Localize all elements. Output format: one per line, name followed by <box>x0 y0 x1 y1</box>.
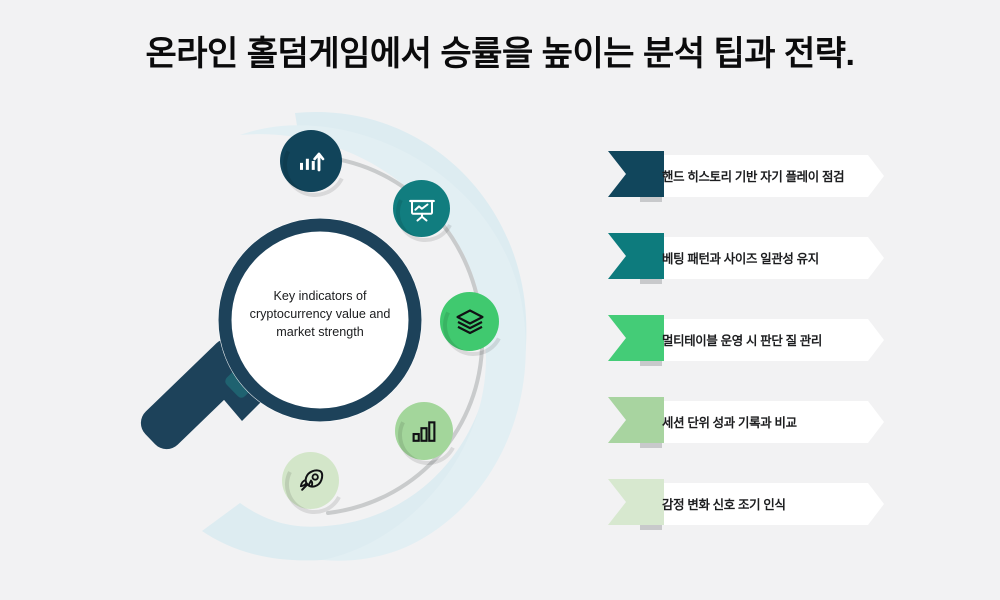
node-bar-chart[interactable] <box>390 397 466 473</box>
list-item-ribbon <box>608 479 884 530</box>
presentation-board-icon <box>408 199 435 221</box>
ribbon-tag <box>608 397 664 443</box>
background-blob <box>202 111 527 561</box>
magnifier-glass-icon <box>140 218 422 450</box>
page-title: 온라인 홀덤게임에서 승률을 높이는 분석 팁과 전략. <box>145 35 855 73</box>
list-item-ribbon <box>608 233 884 284</box>
lens-caption: Key indicators of cryptocurrency value a… <box>249 289 391 339</box>
ribbon-tag <box>608 315 664 361</box>
node-growth-chart[interactable] <box>274 124 356 206</box>
ribbon-tag <box>608 233 664 279</box>
list-item[interactable]: 멀티테이블 운영 시 판단 질 관리 <box>600 312 890 368</box>
magnifier-visual: Key indicators of cryptocurrency value a… <box>90 105 560 580</box>
list-item[interactable]: 감정 변화 신호 조기 인식 <box>600 476 890 532</box>
list-item[interactable]: 베팅 패턴과 사이즈 일관성 유지 <box>600 230 890 286</box>
layers-stack-icon <box>455 308 484 334</box>
node-rocket[interactable] <box>277 447 352 522</box>
list-item-ribbon <box>608 397 884 448</box>
list-item-ribbon <box>608 151 884 202</box>
rocket-icon <box>299 468 323 491</box>
list-item-label: 핸드 히스토리 기반 자기 플레이 점검 <box>662 170 845 184</box>
bar-chart-icon <box>412 421 436 442</box>
list-item-ribbon <box>608 315 884 366</box>
tips-list: 핸드 히스토리 기반 자기 플레이 점검 베팅 패턴과 사이즈 일관성 유지 멀… <box>600 148 890 548</box>
list-item[interactable]: 핸드 히스토리 기반 자기 플레이 점검 <box>600 148 890 204</box>
node-presentation-board[interactable] <box>388 175 463 250</box>
ribbon-tag <box>608 151 664 197</box>
list-item-label: 세션 단위 성과 기록과 비교 <box>662 416 797 430</box>
list-item-label: 멀티테이블 운영 시 판단 질 관리 <box>662 334 823 348</box>
list-item-label: 베팅 패턴과 사이즈 일관성 유지 <box>662 252 819 266</box>
node-layers-stack[interactable] <box>434 286 512 364</box>
growth-chart-icon <box>300 152 325 172</box>
list-item[interactable]: 세션 단위 성과 기록과 비교 <box>600 394 890 450</box>
ribbon-tag <box>608 479 664 525</box>
list-item-label: 감정 변화 신호 조기 인식 <box>662 498 786 512</box>
